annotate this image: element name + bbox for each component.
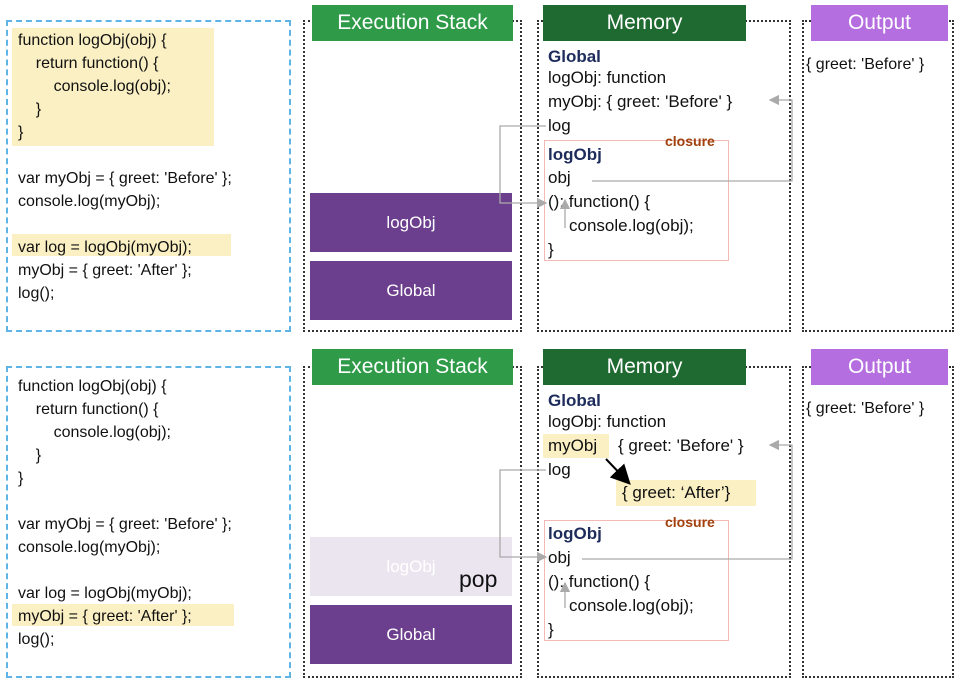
closure-entry: obj xyxy=(548,548,571,567)
closure-label: closure xyxy=(665,133,715,149)
memory-global-label: Global xyxy=(548,391,601,410)
log-reference-line xyxy=(499,125,548,209)
new-value-highlight xyxy=(616,480,756,506)
code-line: function logObj(obj) { xyxy=(18,378,167,395)
obj-reference-line xyxy=(582,439,793,560)
code-line: myObj = { greet: 'After' }; xyxy=(18,608,192,625)
closure-box xyxy=(544,520,729,641)
closure-entry: console.log(obj); xyxy=(569,216,694,235)
closure-entry: (): function() { xyxy=(548,572,651,591)
memory-global-label: Global xyxy=(548,47,601,66)
memory-myobj-value: { greet: 'Before' } xyxy=(618,436,744,455)
code-line: return function() { xyxy=(18,55,159,72)
closure-entry: console.log(obj); xyxy=(569,596,694,615)
output-header: Output xyxy=(811,349,948,385)
code-line: console.log(myObj); xyxy=(18,539,161,556)
function-highlight xyxy=(12,28,214,146)
obj-reference-line xyxy=(592,94,793,182)
memory-entry: log xyxy=(548,460,571,479)
stack-frame-global: Global xyxy=(310,605,512,664)
execution-stack-header: Execution Stack xyxy=(312,349,513,385)
code-line: } xyxy=(18,124,24,141)
code-line: } xyxy=(18,101,42,118)
code-line: var log = logObj(myObj); xyxy=(18,239,192,256)
code-line: var log = logObj(myObj); xyxy=(18,585,192,602)
myobj-highlight xyxy=(543,434,609,458)
code-line: console.log(obj); xyxy=(18,78,171,95)
closure-label: closure xyxy=(665,514,715,530)
call-highlight xyxy=(12,234,231,256)
code-line: } xyxy=(18,470,24,487)
pop-label: pop xyxy=(459,566,498,592)
execution-stack-header: Execution Stack xyxy=(312,5,513,41)
code-line: function logObj(obj) { xyxy=(18,32,167,49)
memory-myobj-key: myObj xyxy=(548,436,598,455)
output-text: { greet: 'Before' } xyxy=(806,56,925,73)
code-panel-bottom: function logObj(obj) { return function()… xyxy=(6,366,291,678)
closure-entry: } xyxy=(548,240,554,259)
code-line: console.log(myObj); xyxy=(18,193,161,210)
stack-frame-global: Global xyxy=(310,261,512,320)
stack-frame-logobj-popped: logObj xyxy=(310,537,512,596)
closure-title: logObj xyxy=(548,145,602,164)
code-line: log(); xyxy=(18,285,55,302)
code-line: myObj = { greet: 'After' }; xyxy=(18,262,192,279)
code-line: var myObj = { greet: 'Before' }; xyxy=(18,516,232,533)
memory-new-value: { greet: ‘After’} xyxy=(622,483,731,502)
closure-entry: (): function() { xyxy=(548,192,651,211)
code-line: return function() { xyxy=(18,401,159,418)
code-line: var myObj = { greet: 'Before' }; xyxy=(18,170,232,187)
memory-entry: logObj: function xyxy=(548,412,667,431)
memory-header: Memory xyxy=(543,5,746,41)
code-line: log(); xyxy=(18,631,55,648)
closure-entry: } xyxy=(548,620,554,639)
memory-entry: log xyxy=(548,116,571,135)
code-line: } xyxy=(18,447,42,464)
reassign-highlight xyxy=(12,604,234,626)
memory-entry: myObj: { greet: 'Before' } xyxy=(548,92,733,111)
log-reference-line xyxy=(499,469,548,563)
code-line: console.log(obj); xyxy=(18,424,171,441)
myobj-new-reference-arrow xyxy=(605,458,631,485)
memory-header: Memory xyxy=(543,349,746,385)
stack-frame-logobj: logObj xyxy=(310,193,512,252)
code-panel-top: function logObj(obj) { return function()… xyxy=(6,20,291,332)
memory-entry: logObj: function xyxy=(548,68,667,87)
output-text: { greet: 'Before' } xyxy=(806,400,925,417)
closure-entry: obj xyxy=(548,168,571,187)
output-header: Output xyxy=(811,5,948,41)
closure-title: logObj xyxy=(548,524,602,543)
